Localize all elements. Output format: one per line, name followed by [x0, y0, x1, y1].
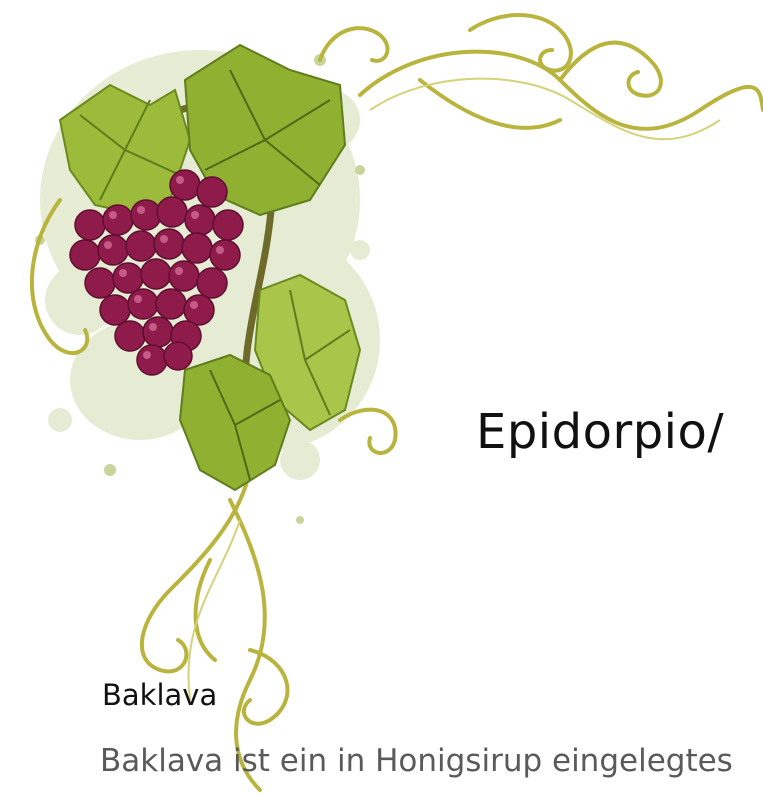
leaf-icon — [58, 43, 362, 492]
vine-swirl-icon — [29, 13, 763, 792]
dish-name: Baklava — [102, 678, 218, 712]
dish-description: Baklava ist ein in Honigsirup eingelegte… — [100, 743, 733, 779]
page-title: Epidorpio/ — [476, 404, 725, 460]
